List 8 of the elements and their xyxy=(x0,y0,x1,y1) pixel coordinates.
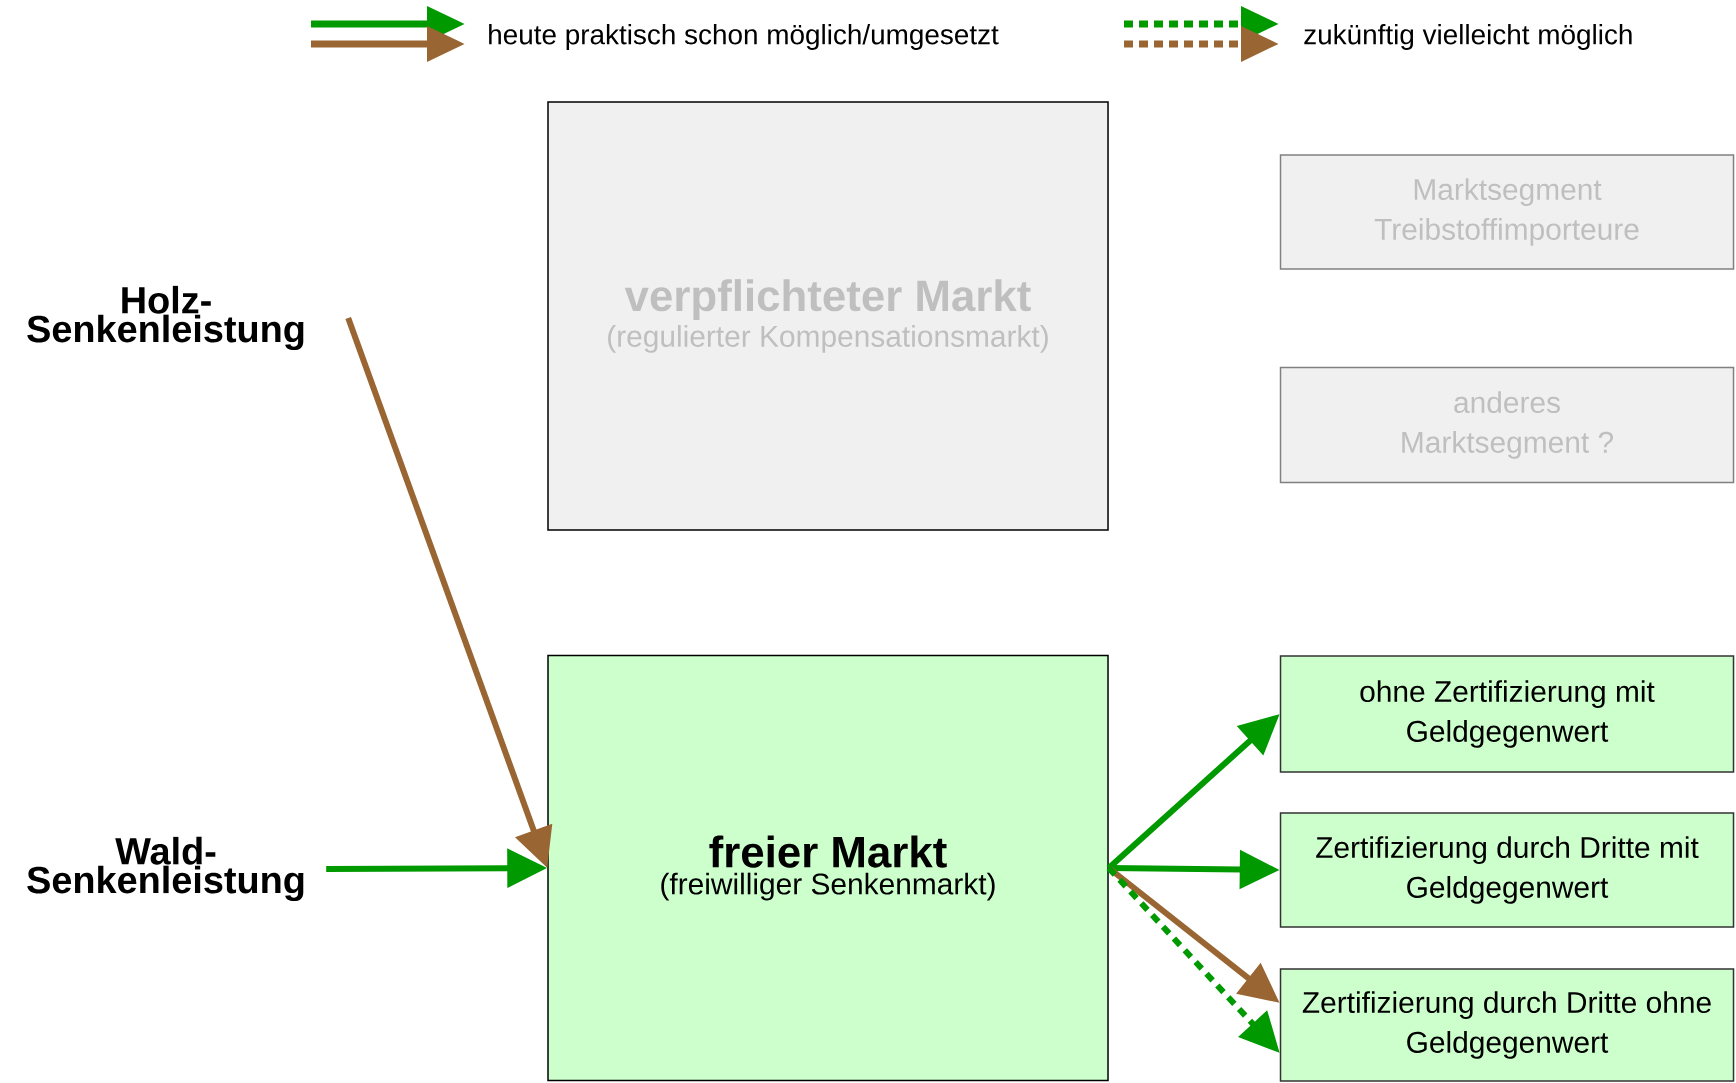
text-label: Holz- Senkenleistung xyxy=(27,285,304,351)
text-label: Wald- Senkenleistung xyxy=(27,836,304,902)
legend-text: heute praktisch schon möglich/umgesetzt xyxy=(489,24,999,50)
segment-box: Zertifizierung durch Dritte ohne Geldgegenwert xyxy=(1279,968,1735,1082)
segment-box: Zertifizierung durch Dritte mit Geldgegenwert xyxy=(1279,812,1735,928)
legend-text: zukünftig vielleicht möglich xyxy=(1304,24,1632,50)
market-box: freier Markt (freiwilliger Senkenmarkt) xyxy=(547,654,1109,1082)
segment-box: ohne Zertifizierung mit Geldgegenwert xyxy=(1279,655,1735,773)
